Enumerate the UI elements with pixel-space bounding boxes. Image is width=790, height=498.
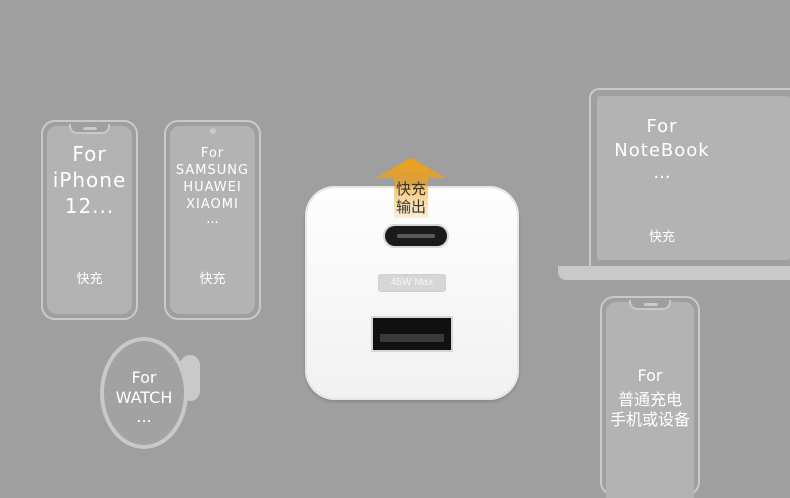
general-label-device: 手机或设备 — [609, 410, 690, 429]
general-phone-device: For 普通充电 手机或设备 — [600, 296, 700, 498]
output-label-line1: 快充 — [395, 180, 426, 198]
notebook-fast-charge: 快充 — [648, 230, 675, 245]
iphone-label-model: iPhone — [52, 168, 127, 192]
notebook-label-name: NoteBook — [614, 140, 710, 161]
iphone-device: For iPhone 12... 快充 — [41, 120, 138, 320]
watch-label-watch: WATCH — [115, 388, 173, 407]
android-device: For SAMSUNG HUAWEI XIAOMI ... 快充 — [164, 120, 261, 320]
general-label-for: For — [637, 366, 663, 385]
android-label-more: ... — [206, 212, 219, 227]
android-fast-charge: 快充 — [199, 272, 226, 287]
notebook-label-more: ... — [653, 162, 671, 183]
usb-a-port — [373, 318, 451, 350]
watch-label-for: For — [131, 368, 157, 387]
iphone-screen: For iPhone 12... 快充 — [47, 124, 132, 314]
output-arrow-shape — [376, 158, 446, 218]
iphone-label-version: 12... — [64, 194, 115, 218]
iphone-fast-charge: 快充 — [76, 272, 103, 287]
iphone-speaker — [83, 127, 97, 130]
notebook-base — [558, 266, 790, 280]
general-phone-notch — [629, 300, 671, 310]
android-label-samsung: SAMSUNG — [175, 163, 250, 178]
android-label-huawei: HUAWEI — [183, 180, 242, 195]
general-label-charge: 普通充电 — [617, 390, 682, 409]
usb-c-port — [385, 226, 447, 246]
watch-label-more: ... — [136, 407, 152, 426]
charger-body: 45W Max — [305, 186, 519, 400]
android-label-xiaomi: XIAOMI — [186, 197, 239, 212]
android-camera-dot — [210, 128, 216, 134]
android-screen: For SAMSUNG HUAWEI XIAOMI ... 快充 — [170, 126, 255, 314]
notebook-label-for: For — [646, 116, 678, 137]
power-badge: 45W Max — [378, 274, 446, 292]
output-label-line2: 输出 — [395, 198, 426, 216]
general-phone-speaker — [644, 303, 658, 306]
watch-face: For WATCH ... — [100, 337, 188, 449]
notebook-screen: For NoteBook ... 快充 — [597, 96, 790, 260]
general-phone-screen: For 普通充电 手机或设备 — [606, 300, 694, 498]
iphone-notch — [69, 124, 110, 134]
iphone-label-for: For — [72, 142, 107, 166]
notebook-lid: For NoteBook ... 快充 — [589, 88, 790, 268]
output-arrow-icon — [376, 158, 446, 218]
android-label-for: For — [200, 146, 225, 161]
